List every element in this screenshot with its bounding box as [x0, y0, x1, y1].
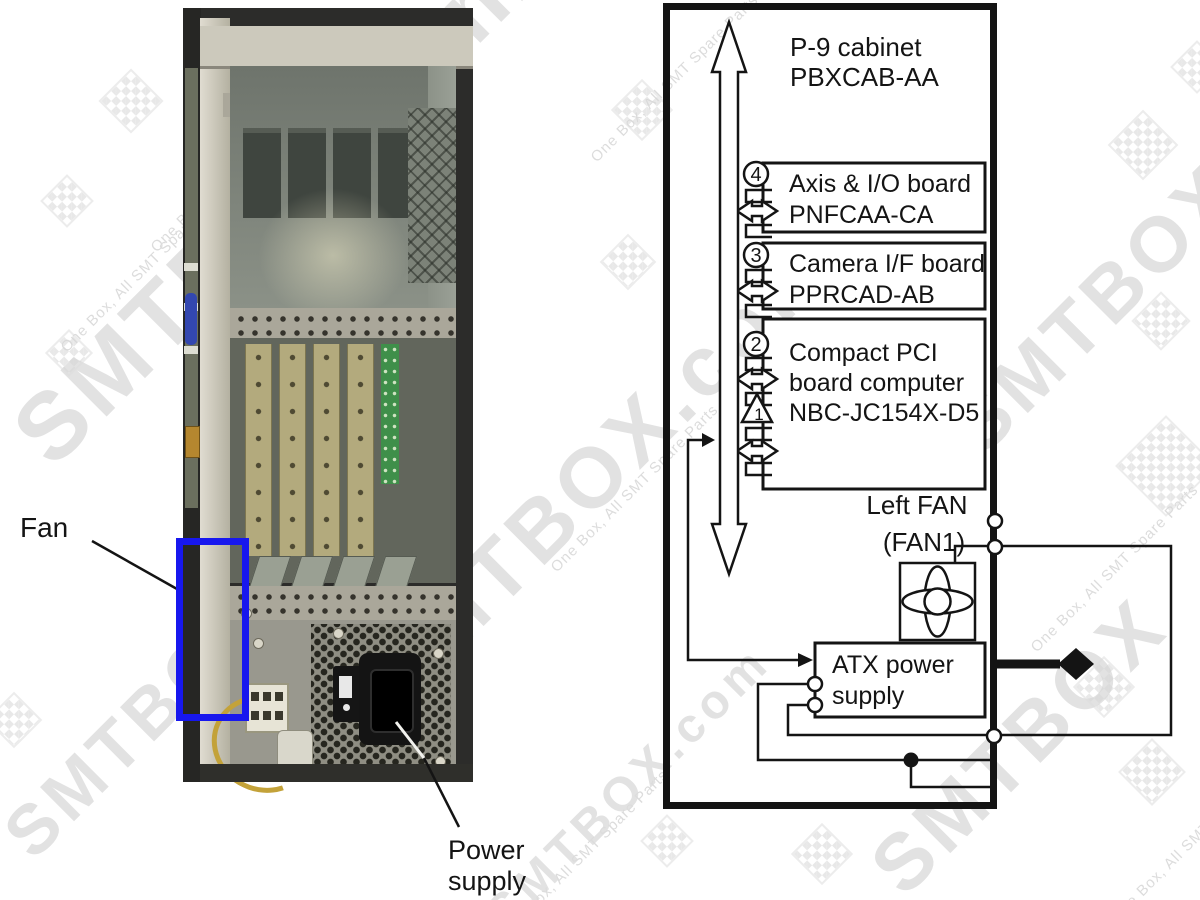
photo-side-equipment: [185, 68, 198, 508]
cpci-line3: NBC-JC154X-D5: [789, 399, 979, 427]
left-fan-label-line1: Left FAN: [866, 490, 967, 520]
photo-board: [347, 344, 374, 556]
left-fan-label-line2: (FAN1): [883, 527, 965, 557]
photo-pin: [263, 711, 271, 720]
wire-junction-dot: [903, 752, 919, 768]
wall-connector-circle: [986, 512, 1004, 530]
fan-label: Fan: [20, 512, 69, 543]
power-routing-arrow: [686, 433, 813, 667]
axis-io-board-box: Axis & I/O board PNFCAA-CA: [761, 161, 987, 234]
photo-screw: [253, 638, 264, 649]
connector-number: 3: [750, 245, 761, 267]
bus-double-arrow: [710, 18, 748, 578]
fan-highlight-box: [176, 538, 249, 721]
photo-diamond-mesh: [408, 108, 456, 283]
photo-perforated-rail: [230, 586, 456, 620]
photo-blue-cable: [185, 293, 197, 345]
photo-ac-inlet-socket: [370, 669, 414, 733]
axis-board-line2: PNFCAA-CA: [789, 201, 934, 229]
photo-power-switch: [333, 666, 363, 722]
photo-ac-inlet: [359, 653, 421, 745]
cabinet-title-line2: PBXCAB-AA: [790, 62, 939, 92]
power-pointer-line: [422, 757, 461, 828]
photo-highlight-glow: [258, 188, 408, 323]
atx-label-line1: ATX power: [832, 651, 954, 679]
photo-board: [279, 344, 306, 556]
camera-board-line1: Camera I/F board: [789, 250, 985, 278]
power-pointer-line-light: [394, 721, 426, 759]
cabinet-border: [663, 3, 997, 809]
photo-pin: [251, 692, 259, 701]
photo-switch-window: [339, 676, 352, 698]
connector-number: 2: [750, 334, 761, 356]
connection-points: [806, 512, 1004, 768]
annotation-lines: [91, 539, 461, 828]
axis-board-line1: Axis & I/O board: [789, 170, 971, 198]
fan-symbol: [898, 561, 977, 642]
power-feed-line: [996, 648, 1094, 680]
connector-icon-3: 3: [734, 241, 780, 319]
photo-board: [313, 344, 340, 556]
atx-power-supply-box: ATX power supply: [813, 641, 987, 719]
photo-pin: [275, 711, 283, 720]
connector-number: 4: [750, 164, 761, 186]
photo-screw: [433, 648, 444, 659]
photo-orange-label: [185, 426, 200, 458]
photo-screw: [333, 628, 344, 639]
photo-frame-rail: [200, 18, 230, 782]
wall-connector-circle: [985, 727, 1003, 745]
photo-pin: [263, 692, 271, 701]
cabinet-photo: [183, 8, 473, 810]
photo-perforated-rail: [230, 308, 456, 338]
cabinet-title-line1: P-9 cabinet: [790, 32, 922, 62]
external-chassis-outline: [756, 544, 1173, 789]
atx-connector-circle: [806, 696, 824, 714]
photo-board: [245, 344, 272, 556]
camera-if-board-box: Camera I/F board PPRCAD-AB: [761, 241, 987, 311]
connector-icon-4: 4: [734, 160, 780, 239]
compact-pci-board-box: Compact PCI board computer NBC-JC154X-D5: [761, 317, 987, 491]
connector-icon-2: 2: [734, 330, 780, 407]
cpci-line1: Compact PCI: [789, 339, 938, 367]
photo-green-pcb: [381, 344, 399, 484]
photo-cable-tie: [184, 263, 198, 271]
camera-board-line2: PPRCAD-AB: [789, 281, 935, 309]
photo-pin: [251, 711, 259, 720]
photo-bottom-edge: [200, 764, 473, 782]
power-supply-label: Power supply: [448, 835, 527, 896]
fan-pointer-line: [91, 539, 178, 591]
cpci-line2: board computer: [789, 369, 964, 397]
atx-connector-circle: [806, 675, 824, 693]
connector-icon-1: 1: [734, 391, 780, 477]
atx-label-line2: supply: [832, 682, 905, 710]
photo-cable-tie: [184, 346, 198, 354]
wall-connector-circle: [986, 538, 1004, 556]
photo-pin: [275, 692, 283, 701]
connector-number: 1: [754, 405, 763, 424]
photo-switch-dot: [343, 704, 350, 711]
